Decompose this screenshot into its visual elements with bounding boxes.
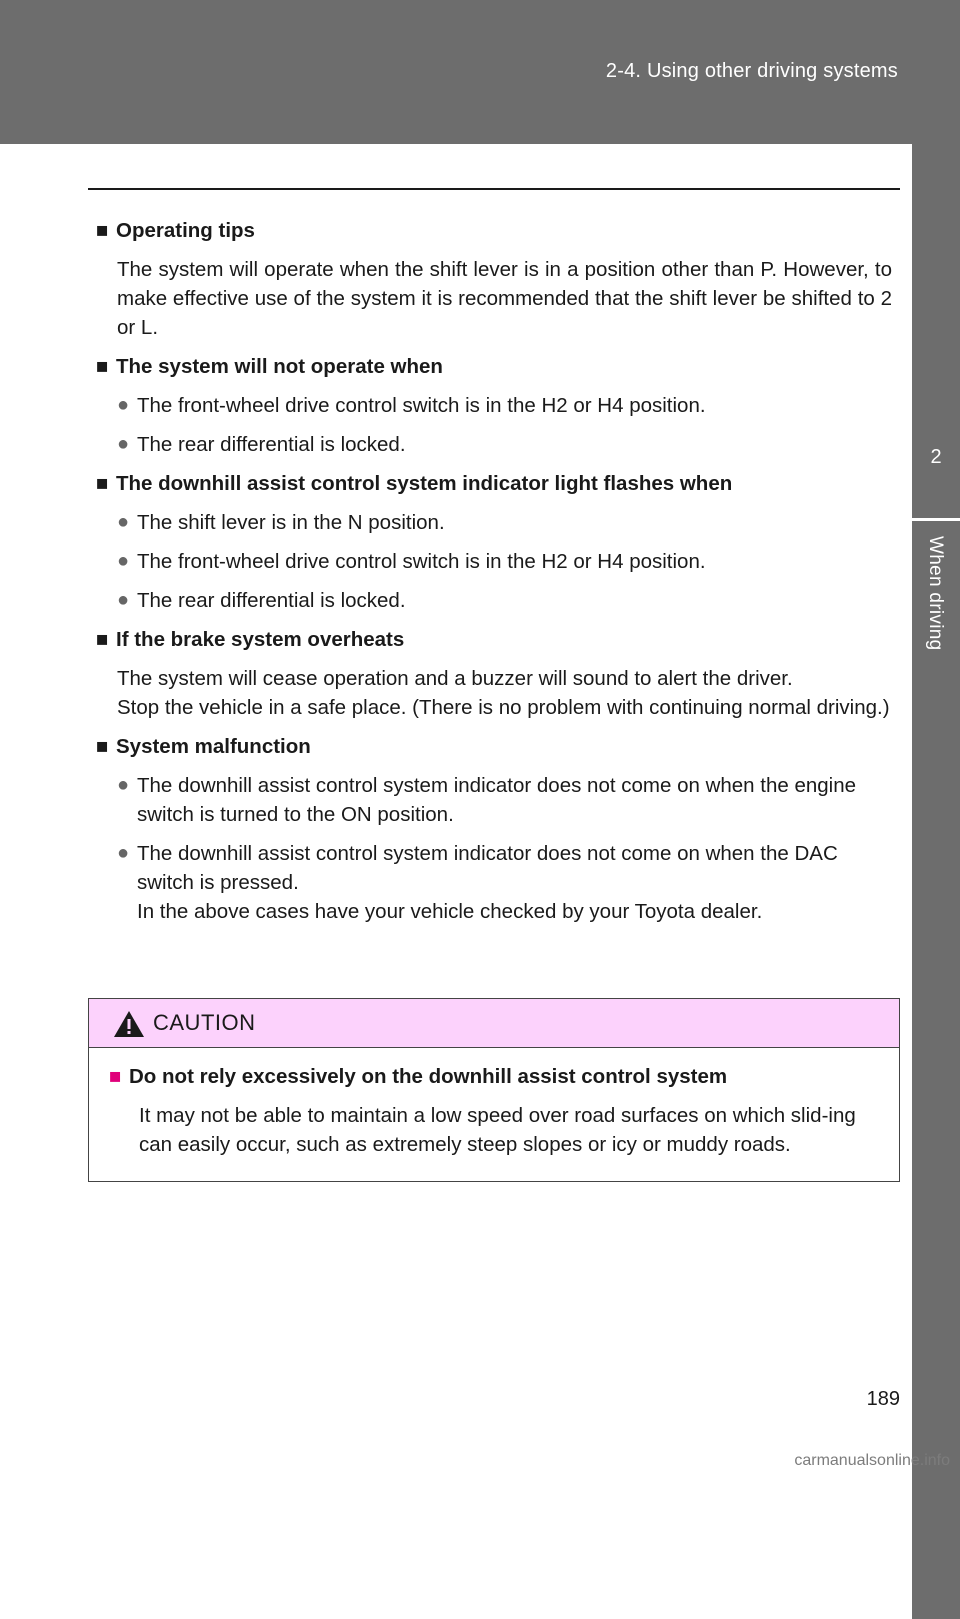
dot-bullet-icon: ● [117,774,130,796]
dot-bullet-icon: ● [117,589,130,611]
chapter-name: When driving [925,536,946,651]
square-bullet-icon: ■ [96,472,109,495]
main-content: ■Operating tips The system will operate … [96,216,892,936]
section-body: Stop the vehicle in a safe place. (There… [117,696,890,719]
square-bullet-icon: ■ [96,735,109,758]
watermark: carmanualsonline.info [794,1452,950,1469]
chapter-tab [912,144,960,518]
header-band [0,0,960,144]
square-bullet-icon: ■ [96,628,109,651]
warning-triangle-icon [114,1011,144,1037]
dot-bullet-icon: ● [117,842,130,864]
caution-body: ■Do not rely excessively on the downhill… [89,1048,899,1159]
list-item: ●The rear differential is locked. [117,430,892,459]
section-body: The system will cease operation and a bu… [117,667,793,690]
caution-text: It may not be able to maintain a low spe… [139,1104,856,1156]
chapter-tab-divider [912,518,960,521]
list-item: ●The downhill assist control system indi… [117,771,892,829]
list-item: ●The rear differential is locked. [117,586,892,615]
section-heading: ■If the brake system overheats [96,625,892,654]
dot-bullet-icon: ● [117,511,130,533]
list-item: ●The front-wheel drive control switch is… [117,391,892,420]
chapter-number: 2 [930,446,942,468]
square-bullet-icon: ■ [109,1065,122,1088]
list-item: ●The downhill assist control system indi… [117,839,892,897]
section-heading: ■Operating tips [96,216,892,245]
caution-heading: ■Do not rely excessively on the downhill… [109,1062,881,1091]
list-item: ●The shift lever is in the N position. [117,508,892,537]
caution-header: CAUTION [89,999,899,1048]
section-heading: ■The downhill assist control system indi… [96,469,892,498]
square-bullet-icon: ■ [96,219,109,242]
section-heading: ■The system will not operate when [96,352,892,381]
dot-bullet-icon: ● [117,550,130,572]
list-item: ●The front-wheel drive control switch is… [117,547,892,576]
section-heading: ■System malfunction [96,732,892,761]
square-bullet-icon: ■ [96,355,109,378]
top-rule [88,188,900,190]
chapter-tab-lower [912,521,960,1619]
caution-label: CAUTION [153,1010,256,1035]
dot-bullet-icon: ● [117,433,130,455]
caution-box: CAUTION ■Do not rely excessively on the … [88,998,900,1182]
dot-bullet-icon: ● [117,394,130,416]
section-body: The system will operate when the shift l… [117,258,892,339]
list-note: In the above cases have your vehicle che… [137,900,763,923]
section-title: 2-4. Using other driving systems [605,60,898,82]
page-number: 189 [866,1388,900,1410]
